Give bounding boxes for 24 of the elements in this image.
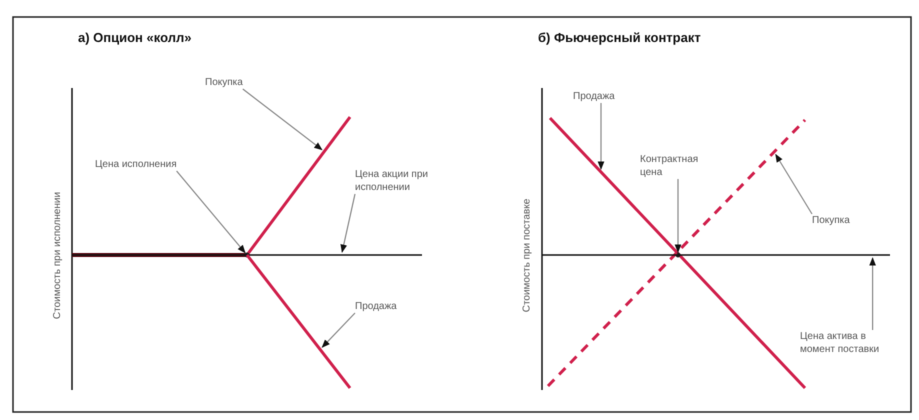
payoff-line	[246, 254, 352, 389]
leader-arrow	[176, 170, 246, 254]
leader-arrow	[322, 312, 356, 348]
leader-arrow	[598, 103, 604, 170]
leader-arrow	[674, 179, 682, 253]
panel-title: б) Фьючерсный контракт	[538, 30, 701, 45]
panel-title: а) Опцион «колл»	[78, 30, 192, 45]
leader-arrow	[869, 257, 876, 330]
axis-label: Цена актива в момент поставки	[800, 330, 895, 356]
leader-arrow	[775, 154, 813, 214]
leader-arrow	[340, 194, 356, 253]
line-label: Продажа	[573, 90, 615, 103]
line-label: Цена исполнения	[95, 158, 177, 171]
line-label: Продажа	[355, 300, 397, 313]
point-label: Контрактная цена	[640, 153, 715, 179]
axis-label: Цена акции при исполнении	[355, 168, 455, 194]
leader-arrow	[242, 88, 323, 150]
x-axis	[72, 254, 422, 256]
payoff-line	[72, 116, 352, 257]
y-axis-label: Стоимость при исполнении	[52, 191, 63, 319]
line-label: Покупка	[812, 214, 850, 227]
line-label: Покупка	[205, 76, 243, 89]
y-axis-label: Стоимость при поставке	[521, 198, 532, 312]
x-axis	[542, 254, 890, 256]
